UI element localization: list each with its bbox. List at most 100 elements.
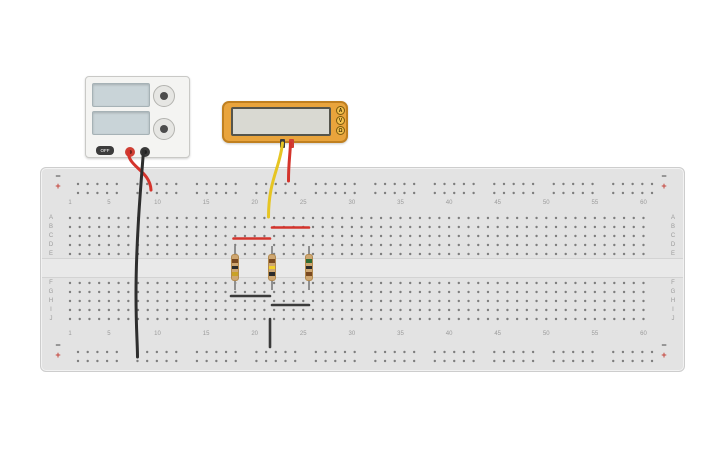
breadboard-hole[interactable] bbox=[145, 191, 149, 195]
breadboard-hole[interactable] bbox=[399, 252, 402, 256]
breadboard-hole[interactable] bbox=[477, 317, 480, 321]
breadboard-hole[interactable] bbox=[515, 234, 519, 238]
breadboard-hole[interactable] bbox=[562, 359, 565, 363]
breadboard-hole[interactable] bbox=[613, 290, 616, 294]
breadboard-hole[interactable] bbox=[272, 281, 276, 285]
breadboard-hole[interactable] bbox=[493, 350, 496, 354]
breadboard-hole[interactable] bbox=[272, 290, 276, 294]
breadboard-hole[interactable] bbox=[374, 191, 377, 195]
breadboard-hole[interactable] bbox=[76, 191, 80, 195]
breadboard-hole[interactable] bbox=[156, 243, 159, 247]
breadboard-hole[interactable] bbox=[453, 359, 456, 363]
breadboard-hole[interactable] bbox=[68, 281, 72, 285]
breadboard-hole[interactable] bbox=[350, 243, 354, 247]
breadboard-hole[interactable] bbox=[284, 350, 287, 354]
breadboard-hole[interactable] bbox=[282, 299, 286, 303]
breadboard-hole[interactable] bbox=[97, 308, 101, 312]
breadboard-hole[interactable] bbox=[447, 225, 451, 229]
breadboard-hole[interactable] bbox=[145, 182, 149, 186]
breadboard-hole[interactable] bbox=[650, 191, 654, 195]
breadboard-hole[interactable] bbox=[603, 308, 606, 312]
breadboard-hole[interactable] bbox=[146, 299, 149, 303]
breadboard-hole[interactable] bbox=[447, 317, 451, 321]
breadboard-hole[interactable] bbox=[334, 350, 337, 354]
breadboard-hole[interactable] bbox=[525, 281, 529, 285]
breadboard-hole[interactable] bbox=[545, 216, 548, 220]
breadboard-hole[interactable] bbox=[525, 216, 529, 220]
breadboard-hole[interactable] bbox=[486, 243, 490, 247]
breadboard-hole[interactable] bbox=[302, 308, 305, 312]
breadboard-hole[interactable] bbox=[622, 317, 626, 321]
breadboard-hole[interactable] bbox=[412, 182, 416, 186]
breadboard-hole[interactable] bbox=[531, 182, 535, 186]
breadboard-hole[interactable] bbox=[282, 317, 286, 321]
breadboard-hole[interactable] bbox=[97, 216, 101, 220]
breadboard-hole[interactable] bbox=[340, 290, 344, 294]
breadboard-hole[interactable] bbox=[331, 225, 334, 229]
breadboard-hole[interactable] bbox=[641, 359, 644, 363]
breadboard-hole[interactable] bbox=[117, 317, 120, 321]
breadboard-hole[interactable] bbox=[496, 290, 499, 294]
breadboard-hole[interactable] bbox=[409, 252, 412, 256]
breadboard-hole[interactable] bbox=[552, 191, 555, 195]
breadboard-hole[interactable] bbox=[146, 308, 149, 312]
breadboard-hole[interactable] bbox=[613, 216, 616, 220]
breadboard-hole[interactable] bbox=[105, 359, 109, 363]
breadboard-hole[interactable] bbox=[302, 281, 305, 285]
breadboard-hole[interactable] bbox=[457, 243, 460, 247]
breadboard-hole[interactable] bbox=[274, 182, 278, 186]
breadboard-hole[interactable] bbox=[621, 350, 625, 354]
breadboard-hole[interactable] bbox=[457, 299, 460, 303]
breadboard-hole[interactable] bbox=[622, 243, 626, 247]
breadboard-hole[interactable] bbox=[379, 243, 383, 247]
breadboard-hole[interactable] bbox=[97, 299, 101, 303]
breadboard-hole[interactable] bbox=[311, 243, 315, 247]
breadboard-hole[interactable] bbox=[340, 299, 344, 303]
breadboard-hole[interactable] bbox=[613, 299, 616, 303]
breadboard-hole[interactable] bbox=[370, 299, 373, 303]
breadboard-hole[interactable] bbox=[127, 290, 130, 294]
breadboard-hole[interactable] bbox=[166, 225, 169, 229]
breadboard-hole[interactable] bbox=[350, 290, 354, 294]
breadboard-hole[interactable] bbox=[166, 290, 169, 294]
breadboard-hole[interactable] bbox=[340, 281, 344, 285]
multimeter-button-volts[interactable]: V bbox=[336, 116, 345, 125]
breadboard-hole[interactable] bbox=[88, 290, 91, 294]
breadboard-hole[interactable] bbox=[433, 191, 437, 195]
breadboard-hole[interactable] bbox=[156, 317, 159, 321]
breadboard-hole[interactable] bbox=[145, 359, 149, 363]
breadboard-hole[interactable] bbox=[88, 234, 91, 238]
multimeter[interactable]: A V Ω bbox=[222, 101, 348, 148]
breadboard-hole[interactable] bbox=[224, 350, 228, 354]
breadboard-hole[interactable] bbox=[76, 350, 80, 354]
breadboard-hole[interactable] bbox=[583, 299, 587, 303]
breadboard-hole[interactable] bbox=[253, 243, 256, 247]
breadboard-hole[interactable] bbox=[360, 234, 363, 238]
breadboard-hole[interactable] bbox=[433, 350, 437, 354]
breadboard-hole[interactable] bbox=[472, 350, 475, 354]
breadboard-hole[interactable] bbox=[574, 308, 577, 312]
breadboard-hole[interactable] bbox=[292, 290, 295, 294]
breadboard-hole[interactable] bbox=[115, 359, 119, 363]
breadboard-hole[interactable] bbox=[603, 243, 606, 247]
breadboard-hole[interactable] bbox=[457, 216, 460, 220]
breadboard-hole[interactable] bbox=[574, 290, 577, 294]
breadboard-hole[interactable] bbox=[166, 308, 169, 312]
breadboard-hole[interactable] bbox=[117, 225, 120, 229]
breadboard-hole[interactable] bbox=[632, 216, 635, 220]
breadboard-hole[interactable] bbox=[622, 299, 626, 303]
breadboard-hole[interactable] bbox=[399, 234, 402, 238]
breadboard-hole[interactable] bbox=[443, 350, 446, 354]
breadboard-hole[interactable] bbox=[331, 252, 334, 256]
breadboard-hole[interactable] bbox=[360, 252, 363, 256]
breadboard-hole[interactable] bbox=[166, 317, 169, 321]
breadboard-hole[interactable] bbox=[88, 299, 91, 303]
breadboard-hole[interactable] bbox=[145, 350, 149, 354]
breadboard-hole[interactable] bbox=[234, 243, 237, 247]
wire-power-negative[interactable] bbox=[134, 149, 145, 359]
breadboard-hole[interactable] bbox=[447, 290, 451, 294]
breadboard-hole[interactable] bbox=[525, 317, 529, 321]
breadboard-hole[interactable] bbox=[117, 216, 120, 220]
breadboard-hole[interactable] bbox=[255, 182, 258, 186]
breadboard-hole[interactable] bbox=[438, 281, 441, 285]
